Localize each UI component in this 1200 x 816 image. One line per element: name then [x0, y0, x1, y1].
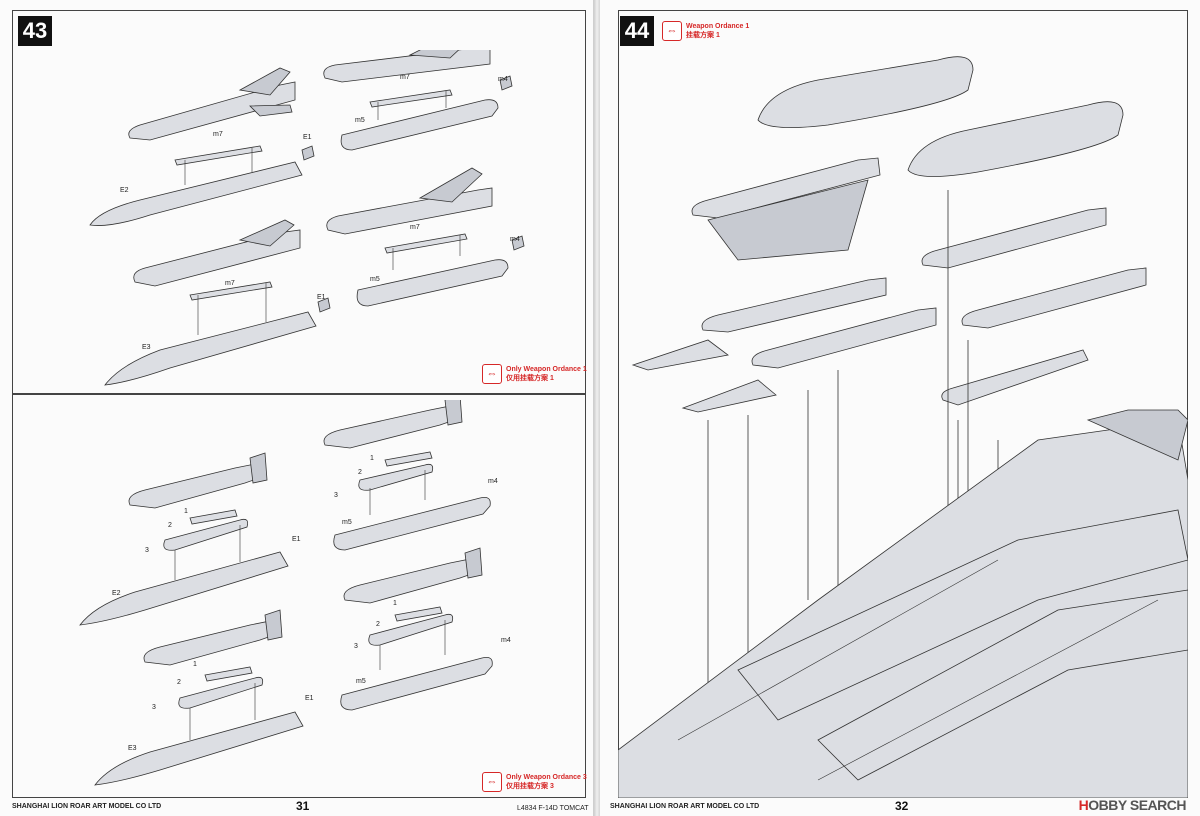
- missile-left-3: [631, 339, 729, 371]
- left-page: 43: [0, 0, 594, 816]
- missile-right-3: [941, 349, 1089, 406]
- label-e1-d: E1: [305, 695, 314, 702]
- ordnance-note-1-right: ⇔ Weapon Ordance 1 挂载方案 1: [662, 21, 749, 41]
- label-2-d: 2: [177, 679, 181, 686]
- label-e2-b: E2: [112, 590, 121, 597]
- label-1-d: 1: [193, 661, 197, 668]
- bomb-rack-left: [79, 452, 289, 626]
- label-e2-a: E2: [120, 187, 129, 194]
- footer-company: SHANGHAI LION ROAR ART MODEL CO LTD: [610, 803, 760, 810]
- step-43b-frame: [12, 394, 586, 798]
- missile-pylon-left-1: [691, 157, 881, 219]
- label-m4-c: m4: [488, 478, 498, 485]
- bomb-rack-middle-right: [340, 547, 493, 711]
- note-text-en: Only Weapon Ordance 1: [506, 366, 587, 373]
- label-m4-d: m4: [501, 637, 511, 644]
- label-m7-c: m7: [410, 224, 420, 231]
- label-m5-c: m5: [342, 519, 352, 526]
- page-number: 32: [895, 799, 909, 813]
- missile-middle-left: [104, 219, 331, 386]
- label-m7-d: m7: [225, 280, 235, 287]
- bomb-rack-lower-left: [94, 609, 304, 786]
- label-3-d: 3: [152, 704, 156, 711]
- label-e1-c: E1: [292, 536, 301, 543]
- missile-left-5: [681, 379, 777, 413]
- drop-tank-left: [757, 56, 974, 128]
- double-arrow-icon: ⇔: [482, 772, 502, 792]
- step-43-frame: [12, 10, 586, 394]
- footer-company: SHANGHAI LION ROAR ART MODEL CO LTD: [12, 803, 162, 810]
- missile-right-2: [961, 267, 1147, 329]
- label-e1-a: E1: [303, 134, 312, 141]
- label-1-c: 1: [393, 600, 397, 607]
- note-text-cn: 挂载方案 1: [686, 32, 720, 39]
- note-text-cn: 仅用挂载方案 1: [506, 375, 554, 382]
- label-e1-b: E1: [317, 294, 326, 301]
- page-number: 31: [296, 799, 310, 813]
- ordnance-note-1: ⇔ Only Weapon Ordance 1 仅用挂载方案 1: [482, 364, 587, 384]
- aircraft-nacelle-lower: [817, 589, 1188, 781]
- label-e3-a: E3: [142, 344, 151, 351]
- step-number-badge: 44: [620, 16, 654, 46]
- double-arrow-icon: ⇔: [482, 364, 502, 384]
- missile-middle-right: [326, 167, 525, 307]
- watermark-rest: OBBY SEARCH: [1088, 797, 1186, 813]
- drop-tank-right: [907, 101, 1124, 177]
- label-e3-b: E3: [128, 745, 137, 752]
- missile-upper-left: [89, 67, 315, 226]
- label-m4-a: m4: [498, 76, 508, 83]
- label-m4-b: m4: [510, 236, 520, 243]
- footer-kit-name: L4834 F-14D TOMCAT: [517, 805, 589, 812]
- ordnance-note-3: ⇔ Only Weapon Ordance 3 仅用挂载方案 3: [482, 772, 587, 792]
- aircraft-tail-fin: [1086, 409, 1188, 461]
- label-1-a: 1: [370, 455, 374, 462]
- label-m7-a: m7: [213, 131, 223, 138]
- hobby-search-watermark: HOBBY SEARCH: [1078, 797, 1187, 813]
- note-text-en: Weapon Ordance 1: [686, 23, 750, 30]
- label-m5-d: m5: [356, 678, 366, 685]
- aircraft-nacelle-upper: [737, 509, 1188, 721]
- missile-assembly-drawing-top: [89, 50, 525, 386]
- label-3-a: 3: [334, 492, 338, 499]
- missile-right-1: [921, 207, 1107, 269]
- book-gutter: [594, 0, 600, 816]
- label-3-c: 3: [354, 643, 358, 650]
- missile-left-2: [701, 277, 887, 333]
- label-2-a: 2: [358, 469, 362, 476]
- label-2-c: 2: [376, 621, 380, 628]
- note-text-en: Only Weapon Ordance 3: [506, 774, 587, 781]
- label-1-b: 1: [184, 508, 188, 515]
- double-arrow-icon: ⇔: [662, 21, 682, 41]
- label-3-b: 3: [145, 547, 149, 554]
- label-m5-b: m5: [370, 276, 380, 283]
- right-page: 44 ⇔ Weapon Ordance 1 挂载方案 1: [600, 0, 1200, 816]
- step-number-badge: 43: [18, 16, 52, 46]
- label-2-b: 2: [168, 522, 172, 529]
- label-m7-b: m7: [400, 74, 410, 81]
- label-m5-a: m5: [355, 117, 365, 124]
- missile-left-4: [751, 307, 937, 369]
- bomb-assembly-drawing-bottom: [79, 400, 493, 786]
- aircraft-ordnance-drawing: [618, 56, 1188, 798]
- missile-upper-right: [323, 50, 513, 151]
- bomb-rack-upper-right: [323, 400, 491, 551]
- note-text-cn: 仅用挂载方案 3: [506, 783, 554, 790]
- watermark-h: H: [1078, 797, 1089, 813]
